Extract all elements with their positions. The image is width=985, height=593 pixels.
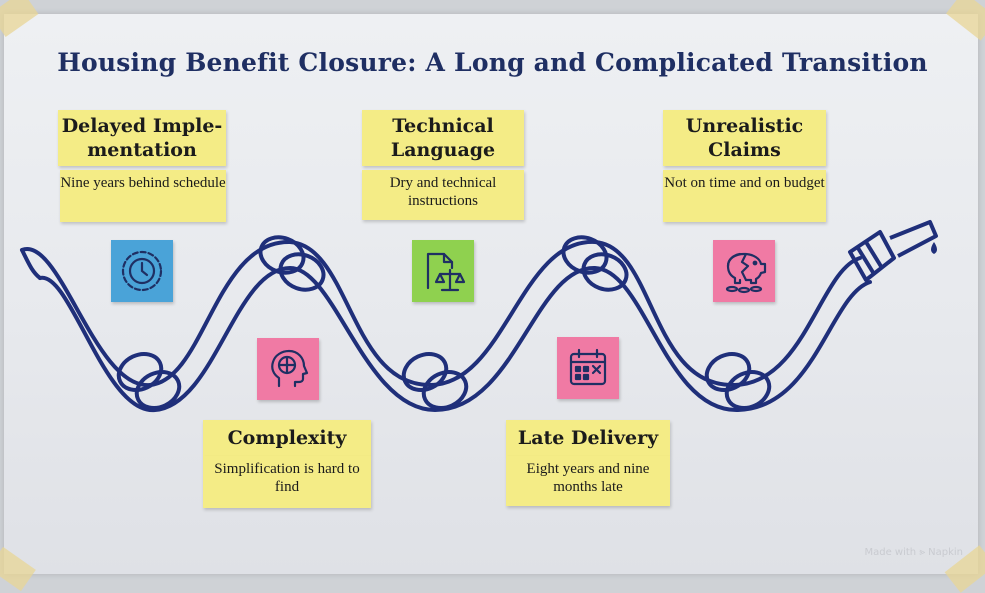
stage-1-title-note: Delayed Imple- mentation bbox=[58, 110, 226, 166]
stage-2-description: Simplification is hard to find bbox=[214, 461, 360, 495]
stage-1-description: Nine years behind schedule bbox=[60, 175, 226, 191]
stage-3-title-note: Technical Language bbox=[362, 110, 524, 166]
stage-2-description-note: Simplification is hard to find bbox=[203, 456, 371, 508]
calendar-icon bbox=[569, 348, 607, 386]
stage-5-title-line2: Claims bbox=[708, 139, 781, 161]
document-scales-icon bbox=[426, 252, 466, 292]
stage-2-title-note: Complexity bbox=[203, 420, 371, 456]
stage-3-description-note: Dry and technical instructions bbox=[362, 170, 524, 220]
stage-5-icon-note bbox=[713, 240, 775, 302]
brain-head-icon bbox=[271, 349, 309, 388]
napkin-watermark: Made with ⪢ Napkin bbox=[864, 547, 963, 558]
stage-3-description: Dry and technical instructions bbox=[389, 175, 497, 209]
stage-1-description-note: Nine years behind schedule bbox=[60, 170, 226, 222]
diagram-title: Housing Benefit Closure: A Long and Comp… bbox=[57, 48, 928, 77]
stage-3-title-line1: Technical bbox=[392, 115, 494, 137]
stage-4-description-note: Eight years and nine months late bbox=[506, 456, 670, 506]
stage-1-icon-note bbox=[111, 240, 173, 302]
stage-5-description-note: Not on time and on budget bbox=[663, 170, 826, 222]
stage-1-title-line2: mentation bbox=[87, 139, 197, 161]
clock-icon bbox=[121, 250, 163, 292]
stage-5-title-line1: Unrealistic bbox=[685, 115, 804, 137]
stage-1-title-line1: Delayed Imple- bbox=[61, 115, 223, 137]
stage-3-title-line2: Language bbox=[390, 139, 496, 161]
stage-5-description: Not on time and on budget bbox=[664, 175, 825, 191]
stage-4-title: Late Delivery bbox=[517, 427, 659, 449]
stage-2-title: Complexity bbox=[227, 427, 347, 449]
broken-piggy-bank-icon bbox=[725, 252, 767, 294]
stage-2-icon-note bbox=[257, 338, 319, 400]
stage-5-title-note: Unrealistic Claims bbox=[663, 110, 826, 166]
stage-4-title-note: Late Delivery bbox=[506, 420, 670, 456]
stage-3-icon-note bbox=[412, 240, 474, 302]
stage-4-description: Eight years and nine months late bbox=[526, 461, 650, 495]
nozzle-icon bbox=[848, 220, 938, 282]
stage-4-icon-note bbox=[557, 337, 619, 399]
